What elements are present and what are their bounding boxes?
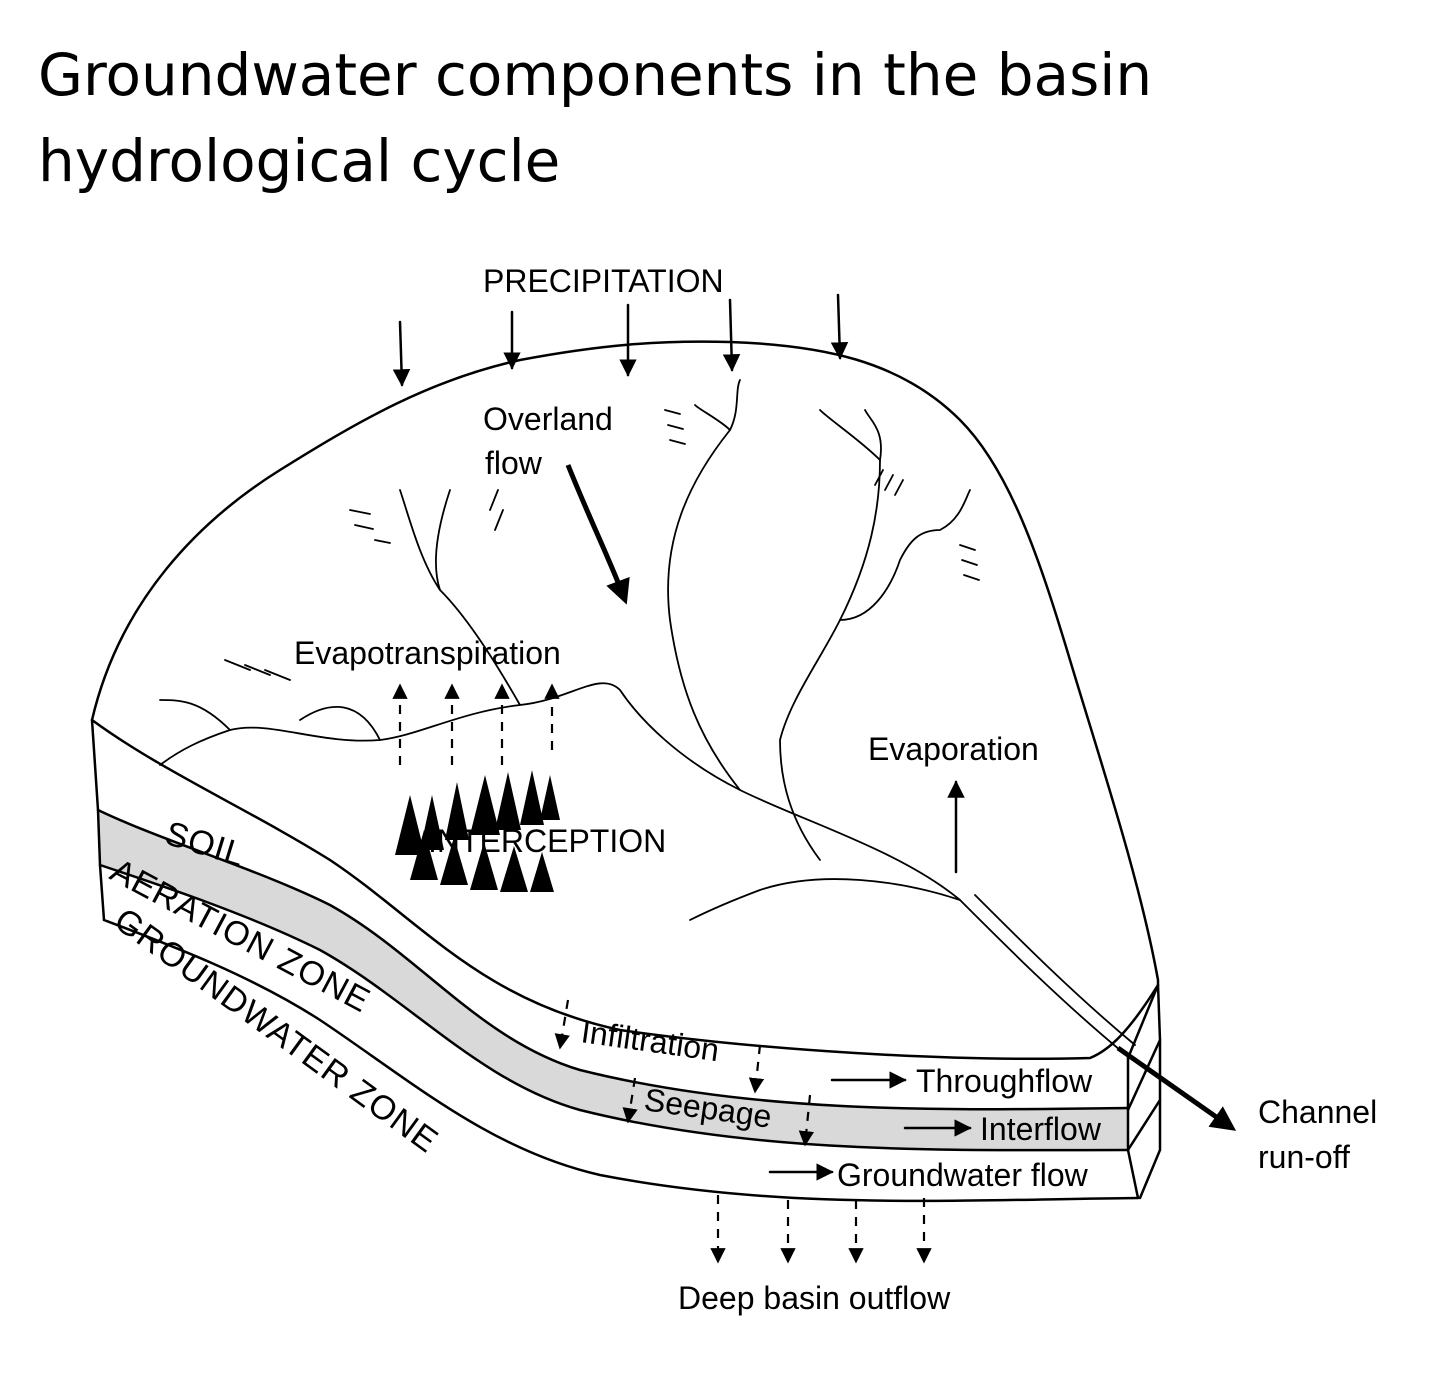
river-network: [159, 379, 1136, 1051]
basin-top-outline: [90, 340, 1160, 1061]
evapotranspiration-label: Evapotranspiration: [294, 635, 561, 671]
groundwater-flow-label: Groundwater flow: [837, 1157, 1089, 1193]
evaporation-label: Evaporation: [868, 731, 1039, 767]
precipitation-label: PRECIPITATION: [483, 263, 724, 299]
groundwater-bottom-line: [102, 918, 1140, 1203]
throughflow-label: Throughflow: [916, 1063, 1093, 1099]
lateral-flow-arrows: [768, 1071, 972, 1181]
block-side-right: [1138, 983, 1162, 1200]
precipitation-arrows: [392, 293, 849, 387]
interception-label: INTERCEPTION: [428, 823, 666, 859]
overland-flow-label-line1: Overland: [483, 401, 613, 437]
block-front-edge: [1126, 1056, 1140, 1200]
right-block-diag: [1126, 983, 1162, 1152]
interflow-label: Interflow: [980, 1111, 1102, 1147]
soil-line: [96, 808, 1130, 1111]
aeration-zone-band: [98, 810, 1128, 1151]
evapotranspiration-arrows: [392, 683, 560, 765]
infiltration-label: Infiltration: [579, 1013, 721, 1068]
channel-runoff-arrow: [1116, 1045, 1237, 1131]
overland-flow-label-line2: flow: [485, 445, 543, 481]
seepage-arrows: [622, 1077, 815, 1147]
page-title: Groundwater components in the basin hydr…: [38, 41, 1153, 195]
hatch-marks: [224, 409, 980, 681]
aeration-line: [98, 863, 1130, 1152]
deep-outflow-arrows: [710, 1195, 932, 1264]
channel-runoff-label-line1: Channel: [1258, 1094, 1377, 1130]
deep-basin-outflow-label: Deep basin outflow: [678, 1280, 951, 1316]
overland-flow-arrow: [565, 464, 630, 605]
tree-cluster: [395, 770, 560, 892]
channel-runoff-label-line2: run-off: [1258, 1139, 1350, 1175]
infiltration-arrows: [554, 999, 765, 1094]
block-side-left: [90, 718, 106, 922]
